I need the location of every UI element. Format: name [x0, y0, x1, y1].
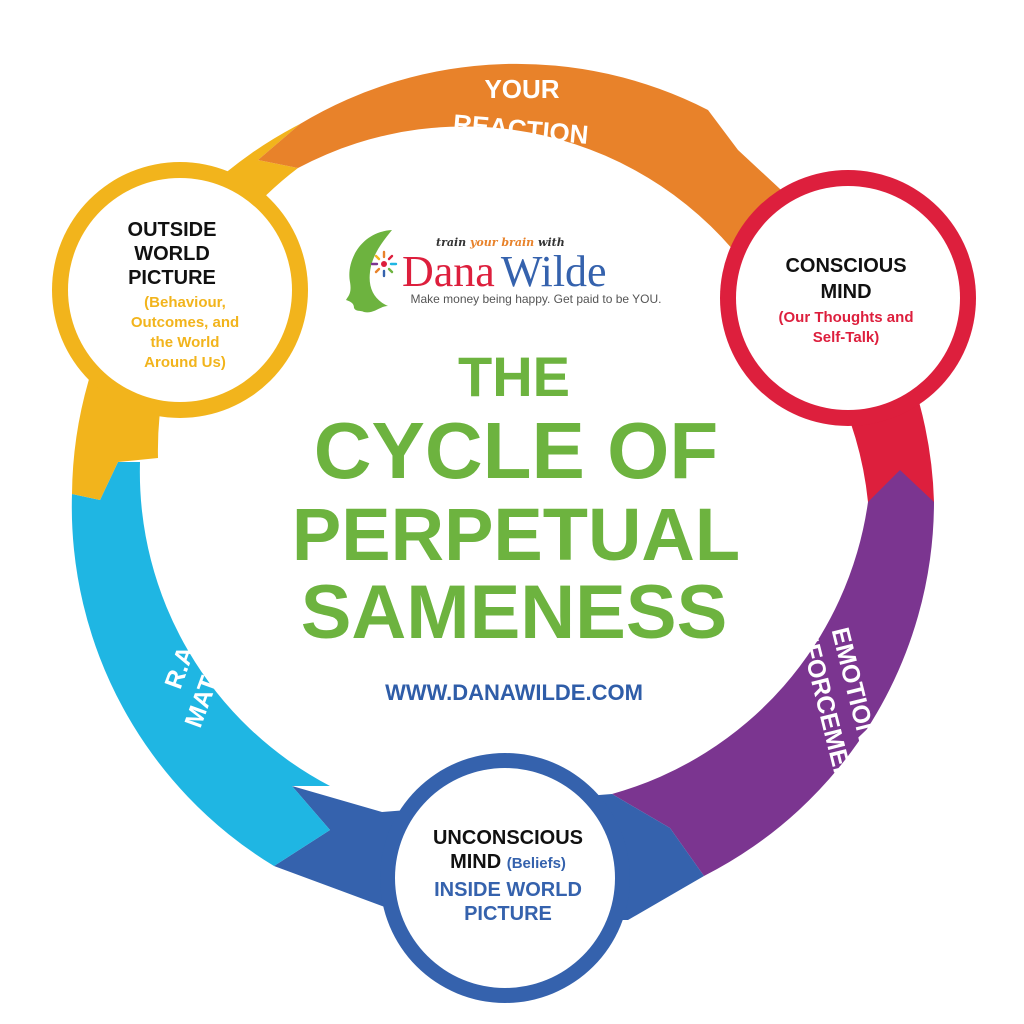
node-conscious-mind: [720, 170, 976, 426]
outside-world-title-3: PICTURE: [128, 267, 216, 289]
outside-world-sub-2: Outcomes, and: [131, 314, 239, 331]
segment-orange-arrow: [258, 63, 822, 275]
outside-world-sub-3: the World: [151, 334, 220, 351]
unconscious-mind-title-4: PICTURE: [464, 903, 552, 925]
logo-with: with: [534, 236, 565, 249]
conscious-mind-title-2: MIND: [820, 281, 871, 303]
conscious-mind-sub-1: (Our Thoughts and: [779, 309, 914, 326]
unconscious-mind-title-2: MIND (Beliefs): [450, 851, 566, 873]
unconscious-mind-title-3: INSIDE WORLD: [434, 879, 582, 901]
title-line-1: THE: [458, 345, 570, 408]
outside-world-title-1: OUTSIDE: [128, 219, 217, 241]
head-profile-icon: [346, 230, 398, 313]
segment-label-your-reaction-1: YOUR: [484, 74, 559, 104]
title-line-3: PERPETUAL: [292, 493, 740, 576]
website-link[interactable]: WWW.DANAWILDE.COM: [385, 680, 643, 705]
sunburst-icon: [370, 250, 398, 278]
node-outside-world: [52, 162, 308, 418]
segment-purple-arrow: [612, 470, 934, 876]
logo-your-brain: your brain: [469, 236, 534, 249]
logo-tagline: Make money being happy. Get paid to be Y…: [410, 292, 661, 306]
logo-train-line: train your brain with: [436, 236, 565, 249]
logo-train: train: [436, 236, 470, 249]
title-line-2: CYCLE OF: [314, 406, 718, 495]
node-unconscious-mind: [380, 753, 630, 1003]
outside-world-sub-4: Around Us): [144, 354, 226, 371]
unconscious-mind-title-1: UNCONSCIOUS: [433, 827, 583, 849]
unconscious-mind-title-2-main: MIND: [450, 851, 501, 873]
logo-name-first: Dana: [402, 247, 495, 296]
conscious-mind-sub-2: Self-Talk): [813, 329, 879, 346]
outside-world-title-2: WORLD: [134, 243, 210, 265]
unconscious-mind-beliefs: (Beliefs): [507, 855, 566, 872]
segment-cyan-arrow: [71, 462, 330, 866]
logo-name-last: Wilde: [501, 247, 607, 296]
title-line-4: SAMENESS: [301, 570, 728, 655]
outside-world-sub-1: (Behaviour,: [144, 294, 226, 311]
conscious-mind-title-1: CONSCIOUS: [785, 255, 906, 277]
